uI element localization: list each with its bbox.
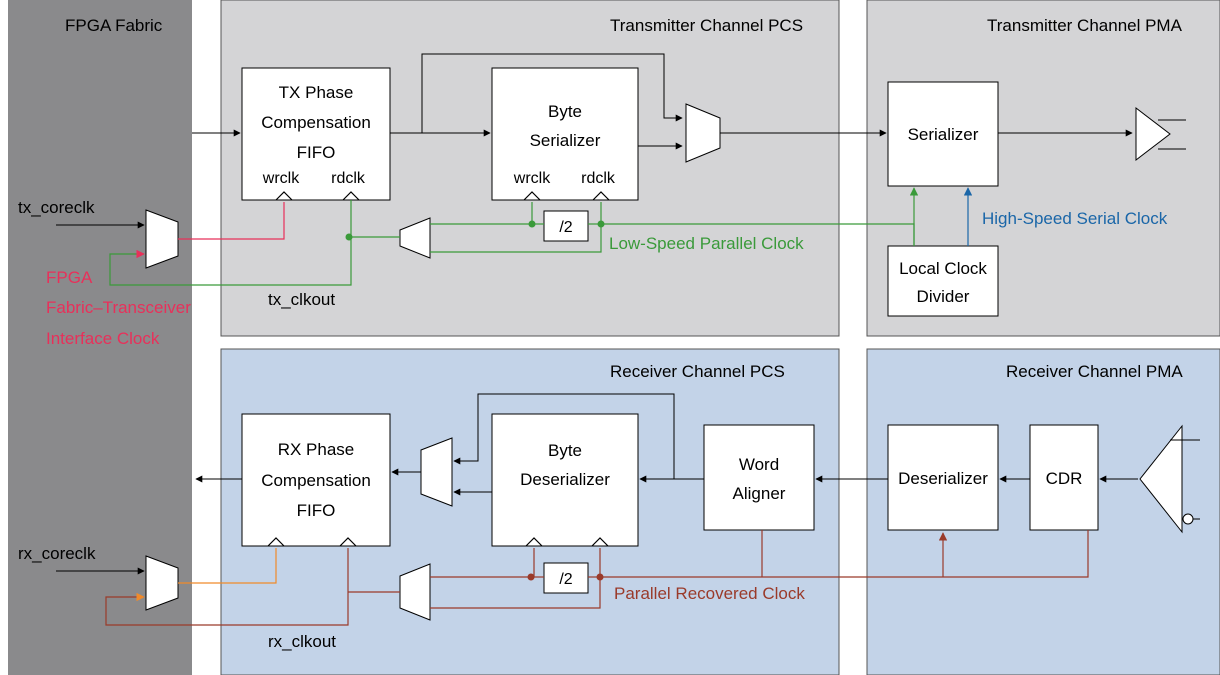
tx-bypass-path bbox=[421, 53, 683, 133]
divider-label-1: Local Clock bbox=[899, 259, 987, 278]
deserializer-label: Deserializer bbox=[898, 469, 988, 488]
byte-serializer-rdclk-triangle bbox=[592, 191, 610, 201]
rx-clkout-feedback bbox=[105, 548, 349, 626]
tx-output-mux bbox=[685, 103, 721, 163]
deserializer-block bbox=[887, 424, 999, 531]
rx-phase-fifo-block bbox=[241, 413, 391, 547]
cdr-block bbox=[1029, 424, 1099, 531]
byte-serializer-wrclk-label: wrclk bbox=[513, 170, 551, 187]
high-speed-clock-label: High-Speed Serial Clock bbox=[982, 209, 1168, 228]
byte-serializer-label-2: Serializer bbox=[530, 131, 601, 150]
recovered-clock-main bbox=[600, 530, 1089, 578]
tx-phase-fifo-block bbox=[241, 67, 391, 201]
fpga-fabric-title: FPGA Fabric bbox=[65, 16, 163, 35]
rx-bypass-path bbox=[453, 393, 675, 479]
tx-pcs-title: Transmitter Channel PCS bbox=[610, 16, 803, 35]
tx-div2-label: /2 bbox=[559, 219, 572, 236]
byte-deserializer-label-1: Byte bbox=[548, 441, 582, 460]
rx-div2-block bbox=[543, 562, 589, 594]
byte-serializer-wrclk-triangle bbox=[523, 191, 541, 201]
tx-fifo-wrclk-label: wrclk bbox=[262, 170, 300, 187]
rx-pma-title: Receiver Channel PMA bbox=[1006, 362, 1183, 381]
byte-deserializer-label-2: Deserializer bbox=[520, 470, 610, 489]
local-clock-divider-block bbox=[887, 245, 999, 317]
rx-fifo-label-2: Compensation bbox=[261, 471, 371, 490]
rx-recovered-clock-mux bbox=[399, 563, 431, 621]
serializer-label: Serializer bbox=[908, 125, 979, 144]
rx-fifo-rdclk-triangle bbox=[339, 537, 357, 547]
low-speed-clock-label: Low-Speed Parallel Clock bbox=[609, 234, 804, 253]
tx-interface-clock-to-fifo bbox=[178, 202, 285, 240]
interface-clock-label-1: FPGA bbox=[46, 268, 93, 287]
byte-serializer-block bbox=[491, 67, 639, 201]
tx-fifo-label-3: FIFO bbox=[297, 143, 336, 162]
tx-fifo-rdclk-triangle bbox=[342, 191, 360, 201]
tx-pma-title: Transmitter Channel PMA bbox=[987, 16, 1183, 35]
rx-data-mux bbox=[420, 437, 453, 507]
rx-fifo-label-1: RX Phase bbox=[278, 440, 355, 459]
byte-deser-wrclk-triangle bbox=[525, 537, 543, 547]
word-aligner-label-1: Word bbox=[739, 455, 779, 474]
recovered-lower-branch bbox=[430, 577, 601, 609]
interface-clock-label-3: Interface Clock bbox=[46, 329, 160, 348]
tx-coreclk-label: tx_coreclk bbox=[18, 198, 95, 217]
rx-coreclk-label: rx_coreclk bbox=[18, 544, 96, 563]
rx-clkout-label: rx_clkout bbox=[268, 632, 336, 651]
serializer-block bbox=[887, 81, 999, 187]
rx-fifo-label-3: FIFO bbox=[297, 501, 336, 520]
word-aligner-label-2: Aligner bbox=[733, 484, 786, 503]
byte-serializer-rdclk-label: rdclk bbox=[581, 170, 616, 187]
tx-div2-block bbox=[543, 210, 589, 242]
interface-clock-label-2: Fabric–Transceiver bbox=[46, 298, 191, 317]
tx-coreclk-mux bbox=[145, 209, 179, 269]
rx-interface-clock-to-fifo bbox=[178, 548, 277, 584]
rx-coreclk-mux bbox=[145, 555, 179, 611]
byte-deserializer-block bbox=[491, 413, 639, 547]
tx-fifo-label-1: TX Phase bbox=[279, 83, 354, 102]
rx-fifo-wrclk-triangle bbox=[267, 537, 285, 547]
byte-serializer-label-1: Byte bbox=[548, 102, 582, 121]
lowspeed-junction-fifo bbox=[345, 233, 353, 241]
word-aligner-block bbox=[703, 424, 815, 531]
rx-input-buffer bbox=[1139, 424, 1183, 534]
lowspeed-lower-branch bbox=[430, 224, 602, 253]
tx-fifo-wrclk-triangle bbox=[275, 191, 293, 201]
cdr-label: CDR bbox=[1046, 469, 1083, 488]
rx-buffer-invert-bubble bbox=[1182, 513, 1194, 525]
tx-fifo-label-2: Compensation bbox=[261, 113, 371, 132]
tx-fifo-rdclk-label: rdclk bbox=[331, 170, 366, 187]
tx-output-buffer bbox=[1135, 106, 1171, 162]
tx-lowspeed-clock-mux bbox=[399, 217, 431, 259]
recovered-clock-label: Parallel Recovered Clock bbox=[614, 584, 805, 603]
rx-pcs-title: Receiver Channel PCS bbox=[610, 362, 785, 381]
tx-clkout-label: tx_clkout bbox=[268, 290, 335, 309]
rx-div2-label: /2 bbox=[559, 571, 572, 588]
byte-deser-rdclk-triangle bbox=[591, 537, 609, 547]
tx-clkout-feedback bbox=[109, 200, 352, 286]
divider-label-2: Divider bbox=[917, 287, 970, 306]
